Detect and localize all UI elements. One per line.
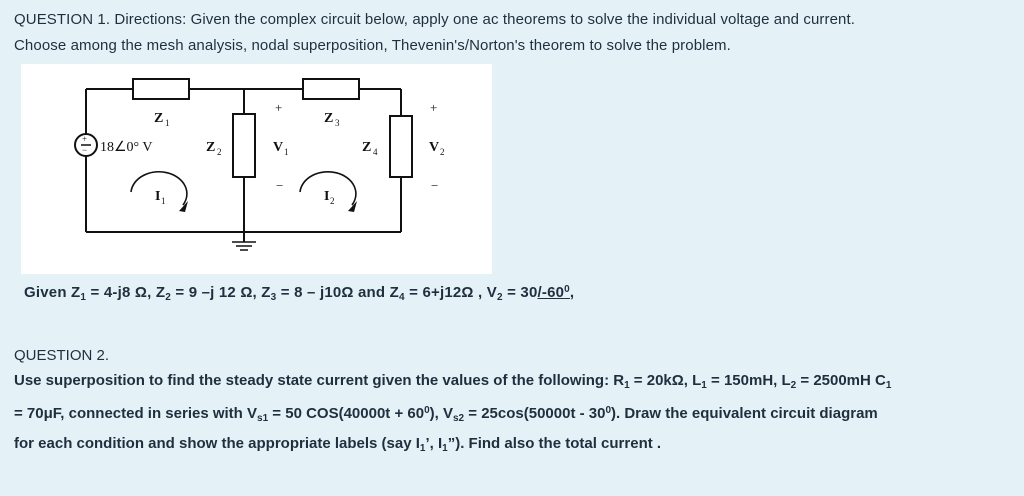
question-2-line-3: for each condition and show the appropri… — [14, 431, 1014, 461]
v2-label: V — [429, 140, 439, 155]
question-1-header: QUESTION 1. Directions: Given the comple… — [14, 7, 1014, 59]
v1-label: V — [273, 140, 283, 155]
impedance-z3 — [302, 78, 360, 100]
source-minus-sign: − — [82, 145, 87, 155]
i1-subscript: 1 — [161, 196, 166, 206]
given-text: = 30 — [502, 284, 538, 301]
given-text: = 6+j12Ω , V — [404, 284, 497, 301]
q2-subscript: 2 — [790, 380, 797, 391]
z4-label: Z — [362, 140, 371, 155]
q2-text: = 150mH, L — [706, 372, 791, 389]
v2-plus-sign: + — [430, 100, 437, 115]
q2-subscript: 1 — [885, 380, 892, 391]
v2-subscript: 2 — [440, 147, 445, 157]
impedance-z4 — [389, 115, 413, 178]
q2-text: ’, I — [425, 435, 443, 452]
q2-text: = 50 COS(40000t + 60 — [268, 405, 425, 422]
q2-subscript: 1 — [419, 443, 426, 454]
q2-text: = 2500mH C — [796, 372, 886, 389]
q2-subscript: 1 — [442, 443, 448, 454]
source-voltage-label: 18∠0° V — [100, 140, 153, 155]
z2-label: Z — [206, 140, 215, 155]
q2-text: ), V — [429, 405, 453, 422]
i2-label: I — [324, 189, 329, 204]
impedance-z1 — [132, 78, 190, 100]
v1-plus-sign: + — [275, 100, 282, 115]
given-text: Given Z — [24, 284, 81, 301]
z4-subscript: 4 — [373, 147, 378, 157]
q2-subscript: s2 — [452, 413, 465, 424]
q2-text: Use superposition to find the steady sta… — [14, 372, 625, 389]
given-angle-value: /-60 — [537, 284, 565, 301]
question-1-line-1: QUESTION 1. Directions: Given the comple… — [14, 11, 856, 28]
z1-label: Z — [154, 111, 163, 126]
i2-subscript: 2 — [330, 196, 335, 206]
impedance-z2 — [232, 113, 256, 178]
q2-subscript: 1 — [701, 380, 707, 391]
question-2-line-2: = 70μF, connected in series with Vs1 = 5… — [14, 398, 1014, 431]
z2-subscript: 2 — [217, 147, 222, 157]
z3-label: Z — [324, 111, 333, 126]
mesh-current-2-arrow-icon — [299, 171, 357, 206]
q2-text: for each condition and show the appropri… — [14, 435, 420, 452]
source-plus-sign: + — [82, 134, 87, 144]
given-angle: /-600 — [538, 284, 570, 301]
q2-subscript: 1 — [624, 380, 630, 391]
q2-text: = 20kΩ, L — [629, 372, 702, 389]
arrowhead-icon — [348, 201, 357, 212]
q2-superscript: 0 — [605, 405, 612, 416]
q2-text: = 70μF, connected in series with V — [14, 405, 258, 422]
q2-text: ”). Find also the total current . — [447, 435, 662, 452]
given-subscript: 2 — [496, 292, 503, 303]
q2-subscript: s1 — [257, 413, 269, 424]
question-2-title: QUESTION 2. — [14, 347, 110, 364]
given-subscript: 4 — [399, 292, 405, 303]
i1-label: I — [155, 189, 160, 204]
question-1-line-2: Choose among the mesh analysis, nodal su… — [14, 37, 731, 54]
arrowhead-icon — [179, 201, 188, 212]
z1-subscript: 1 — [165, 118, 170, 128]
question-2: QUESTION 2. Use superposition to find th… — [14, 343, 1014, 461]
v1-subscript: 1 — [284, 147, 289, 157]
given-degree: 0 — [564, 284, 570, 295]
v1-minus-sign: − — [276, 178, 283, 193]
given-subscript: 2 — [165, 292, 171, 303]
given-text: = 8 – j10Ω and Z — [276, 284, 399, 301]
circuit-svg: + − 18∠0° V Z 1 Z 3 Z 2 Z 4 + V 1 − + V … — [74, 78, 445, 251]
question-2-line-1: Use superposition to find the steady sta… — [14, 368, 1014, 398]
q2-superscript: 0 — [424, 405, 430, 416]
given-text: = 4-j8 Ω, Z — [86, 284, 166, 301]
v2-minus-sign: − — [431, 178, 438, 193]
q2-text: = 25cos(50000t - 30 — [464, 405, 606, 422]
given-text: , — [569, 284, 575, 301]
given-subscript: 1 — [80, 292, 87, 303]
z3-subscript: 3 — [335, 118, 340, 128]
q2-text: ). Draw the equivalent circuit diagram — [611, 405, 878, 422]
mesh-current-1-arrow-icon — [130, 171, 188, 206]
circuit-diagram: + − 18∠0° V Z 1 Z 3 Z 2 Z 4 + V 1 − + V … — [21, 64, 492, 274]
given-subscript: 3 — [270, 292, 277, 303]
given-text: = 9 –j 12 Ω, Z — [171, 284, 271, 301]
given-values: Given Z1 = 4-j8 Ω, Z2 = 9 –j 12 Ω, Z3 = … — [24, 284, 574, 303]
